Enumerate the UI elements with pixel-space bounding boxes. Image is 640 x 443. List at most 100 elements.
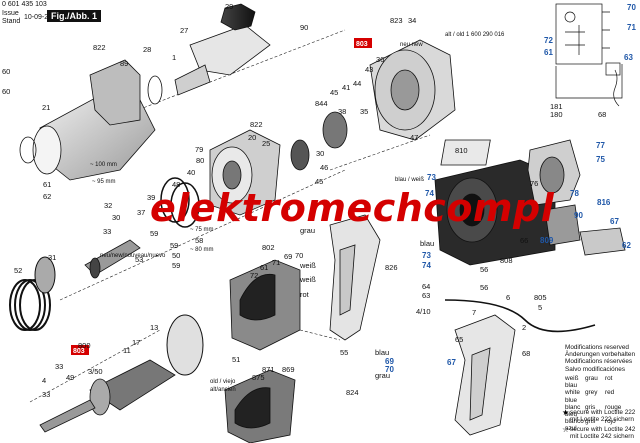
ct-r2c3: azul	[565, 425, 577, 433]
label-79: 79	[195, 145, 203, 154]
ct-r2c2: rojo	[605, 418, 616, 426]
label-43: 43	[365, 65, 373, 74]
label-77: 77	[596, 141, 605, 150]
label-36: 36	[376, 55, 384, 64]
drive-housing-27	[174, 3, 271, 96]
label-59a: 59	[150, 229, 158, 238]
label-52: 52	[14, 266, 22, 275]
label-34: 34	[408, 16, 416, 25]
dim-95: ~ 95 mm	[92, 179, 116, 185]
label-17: 17	[132, 338, 140, 347]
wire-blau-2: blau	[375, 348, 389, 357]
ct-r0c0: white	[565, 389, 580, 397]
ct-h2: rot	[605, 375, 613, 382]
label-66: 66	[520, 236, 528, 245]
figure-label: Fig./Abb. 1	[47, 10, 101, 22]
label-73b: 73	[422, 251, 431, 260]
label-3-50: 3/50	[88, 367, 103, 376]
field-coil-869	[224, 369, 296, 443]
alt-old-text: alt / old 1 600 290 016	[445, 32, 505, 38]
ct-h0: weiß	[565, 375, 579, 382]
label-29: 29	[225, 2, 233, 11]
label-67: 67	[610, 217, 619, 226]
ct-r1c3: bleu	[565, 411, 578, 419]
shaft-53	[84, 239, 141, 279]
label-40: 40	[187, 168, 195, 177]
label-32: 32	[104, 201, 112, 210]
label-800: 800	[78, 341, 91, 350]
label-65: 65	[455, 335, 463, 344]
star-outline-icon: ☆	[562, 425, 570, 434]
label-816: 816	[597, 198, 611, 207]
wire-grau: grau	[300, 226, 315, 235]
label-33b: 33	[55, 362, 63, 371]
label-808: 808	[500, 256, 513, 265]
part-labels: 29 27 28 1 822 89 60 60 21 79 844 30 823…	[2, 2, 636, 399]
label-62: 62	[622, 241, 631, 250]
label-33c: 33	[42, 390, 50, 399]
label-71b: 71	[272, 258, 280, 267]
label-90b: 90	[574, 211, 583, 220]
label-21: 21	[42, 103, 50, 112]
label-53: 53	[135, 255, 143, 264]
label-13: 13	[150, 323, 158, 332]
label-64: 64	[422, 282, 430, 291]
label-58: 58	[195, 236, 203, 245]
label-56a: 56	[480, 265, 488, 274]
label-6: 6	[506, 293, 510, 302]
label-61b: 61	[260, 263, 268, 272]
star-icon: ★	[562, 408, 570, 417]
label-80: 80	[196, 156, 204, 165]
wire-weiss-1: weiß	[299, 261, 316, 270]
label-180: 180	[550, 110, 563, 119]
label-875: 875	[252, 373, 265, 382]
label-822b: 822	[250, 120, 263, 129]
label-35: 35	[360, 107, 368, 116]
label-47: 47	[410, 133, 418, 142]
label-48: 48	[172, 180, 180, 189]
handle-55	[329, 214, 381, 341]
ct-r0c1: grey	[585, 389, 598, 397]
label-70a: 70	[627, 3, 636, 12]
old-viejo-text: old / viejo	[210, 379, 236, 385]
label-72a: 72	[544, 36, 553, 45]
rings-group	[9, 177, 204, 376]
watermark-text: elektromechcompl	[150, 186, 555, 230]
label-75: 75	[596, 155, 605, 164]
label-59c: 59	[172, 261, 180, 270]
rear-housing-76	[434, 139, 556, 266]
alt-ancien-text: alt/ancien	[210, 387, 236, 393]
label-27: 27	[180, 26, 188, 35]
neu-new-text: neu new	[400, 42, 423, 48]
label-55: 55	[340, 348, 348, 357]
label-59b: 59	[170, 241, 178, 250]
power-cord	[444, 299, 596, 333]
label-30: 30	[316, 149, 324, 158]
gear-housing-47	[290, 39, 456, 171]
label-869: 869	[282, 365, 295, 374]
label-61a: 61	[544, 48, 553, 57]
handle-7	[454, 314, 516, 436]
label-11: 11	[123, 346, 131, 355]
label-74b: 74	[422, 261, 431, 270]
ct-h1: grau	[585, 375, 598, 382]
modifications-note: Modifications reserved Änderungen vorbeh…	[565, 344, 635, 373]
red-callout-top: 803	[356, 41, 368, 48]
label-61: 61	[43, 180, 51, 189]
label-826: 826	[385, 263, 398, 272]
end-cap-78	[527, 139, 581, 246]
label-30b: 30	[112, 213, 120, 222]
label-62b: 62	[43, 192, 51, 201]
red-callouts: 803 803	[71, 38, 372, 355]
mid-housing-45	[209, 129, 281, 216]
part-number: 0 601 435 103	[2, 1, 47, 8]
ct-r2c0: blanco	[565, 418, 584, 426]
label-7: 7	[472, 308, 476, 317]
label-74: 74	[425, 189, 434, 198]
label-63a: 63	[624, 53, 633, 62]
label-89: 89	[120, 59, 128, 68]
label-70c: 70	[385, 365, 394, 374]
label-70b: 70	[295, 251, 303, 260]
